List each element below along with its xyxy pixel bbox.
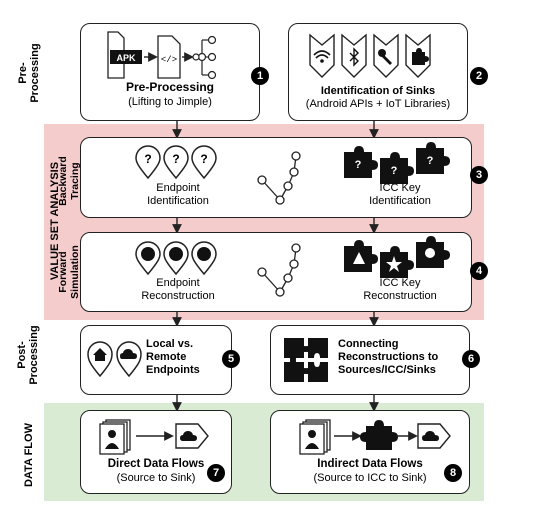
direct-flow-icons: [99, 419, 209, 455]
step-badge-7: 7: [207, 464, 225, 482]
svg-text:?: ?: [355, 159, 362, 171]
preprocessing-title: Pre-Processing: [125, 80, 215, 94]
path-graph-icon: [257, 151, 301, 205]
icc-key-identification-label: ICC Key Identification: [369, 182, 431, 207]
endpoint-pin-icons: [87, 341, 142, 378]
step-badge-8: 8: [444, 464, 462, 482]
cloud-tag-icon: [417, 423, 451, 449]
direct-flows-title: Direct Data Flows: [107, 458, 205, 470]
svg-text:?: ?: [200, 152, 207, 166]
step-badge-2: 2: [470, 67, 488, 85]
puzzle-shape-icons: [344, 236, 450, 278]
endpoint-identification-label: Endpoint Identification: [147, 182, 209, 207]
indirect-flows-subtitle: (Source to ICC to Sink): [313, 472, 427, 484]
step-badge-4: 4: [470, 262, 488, 280]
contacts-icon: [299, 419, 331, 455]
sinks-title: Identification of Sinks: [320, 85, 436, 97]
wifi-shield-icon: [309, 33, 335, 78]
question-pin-icons: ???: [135, 145, 217, 180]
svg-text:?: ?: [427, 155, 434, 167]
path-graph-icon-forward: [257, 243, 301, 297]
svg-text:?: ?: [391, 165, 398, 177]
apk-file-icon: APK: [107, 31, 142, 79]
step-badge-1: 1: [251, 67, 269, 85]
local-remote-title: Local vs. Remote Endpoints: [146, 338, 200, 376]
step-badge-5: 5: [222, 350, 240, 368]
puzzle-icon: [344, 142, 450, 184]
cloud-tag-icon: [175, 423, 209, 449]
indirect-flow-icons: [299, 419, 451, 455]
apk-label: APK: [116, 53, 136, 63]
connecting-box: [270, 325, 470, 395]
tree-icon: [192, 35, 217, 80]
puzzle-grid-icon: [284, 338, 328, 382]
svg-text:</>: </>: [161, 55, 177, 65]
key-shield-icon: [373, 33, 399, 78]
preprocessing-subtitle: (Lifting to Jimple): [128, 96, 212, 108]
filled-pin-icons: [135, 241, 217, 276]
contacts-icon: [99, 419, 131, 455]
connecting-title: Connecting Reconstructions to Sources/IC…: [338, 338, 439, 376]
step-badge-3: 3: [470, 166, 488, 184]
endpoint-reconstruction-label: Endpoint Reconstruction: [141, 277, 215, 302]
svg-text:?: ?: [172, 152, 179, 166]
puzzle-icon: [360, 420, 398, 450]
preprocessing-icons: APK </>: [107, 31, 217, 80]
question-pin-icon: [135, 145, 217, 180]
sink-shield-icons: [309, 33, 431, 78]
indirect-flows-title: Indirect Data Flows: [317, 458, 423, 470]
puzzle-icons: ???: [344, 142, 450, 184]
icc-key-reconstruction-label: ICC Key Reconstruction: [363, 277, 437, 302]
sinks-subtitle: (Android APIs + IoT Libraries): [305, 98, 451, 110]
code-file-icon: </>: [157, 35, 181, 79]
step-badge-6: 6: [462, 350, 480, 368]
direct-flows-subtitle: (Source to Sink): [116, 472, 196, 484]
svg-text:?: ?: [144, 152, 151, 166]
